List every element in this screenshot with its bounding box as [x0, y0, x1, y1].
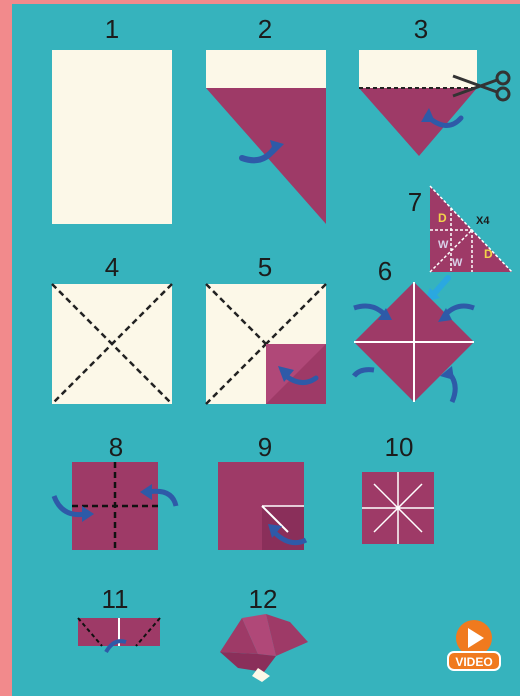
step-number-8: 8 — [96, 432, 136, 463]
arrow-top-left-icon — [354, 306, 384, 314]
step-number-4: 4 — [92, 252, 132, 283]
step-12-finished-model — [218, 612, 314, 682]
video-label: VIDEO — [455, 655, 492, 669]
step-1-paper-rectangle — [50, 48, 174, 226]
step-7-labeled-triangle: D W W D X4 — [426, 184, 518, 276]
step-number-1: 1 — [92, 14, 132, 45]
step-number-9: 9 — [245, 432, 285, 463]
step-number-10: 10 — [379, 432, 419, 463]
label-d-right: D — [484, 247, 493, 261]
step-number-3: 3 — [401, 14, 441, 45]
step-number-5: 5 — [245, 252, 285, 283]
instruction-canvas: 1 2 3 7 4 5 6 8 9 10 11 12 — [12, 4, 520, 696]
label-w-bottom: W — [452, 257, 463, 269]
label-d-top: D — [438, 211, 447, 225]
step-6-folded-diamond — [352, 280, 482, 410]
step-5-corner-fold — [204, 282, 330, 406]
step-number-11: 11 — [95, 584, 135, 615]
step-number-2: 2 — [245, 14, 285, 45]
step-11-flat-fold — [76, 612, 166, 656]
step-number-12: 12 — [243, 584, 283, 615]
step-8-creased-square — [52, 460, 182, 554]
video-badge[interactable]: VIDEO — [444, 618, 504, 674]
step-10-star-square — [360, 470, 436, 546]
arrow-top-right-icon — [446, 306, 474, 314]
label-w-left: W — [438, 239, 449, 251]
multiplier-label: X4 — [476, 215, 490, 227]
step-3-cut-strip — [357, 48, 517, 160]
step-2-folded-triangle — [204, 48, 330, 228]
step-9-partial-fold — [216, 460, 316, 554]
step-4-creased-square — [50, 282, 174, 406]
arrow-bottom-left-icon — [354, 370, 374, 376]
